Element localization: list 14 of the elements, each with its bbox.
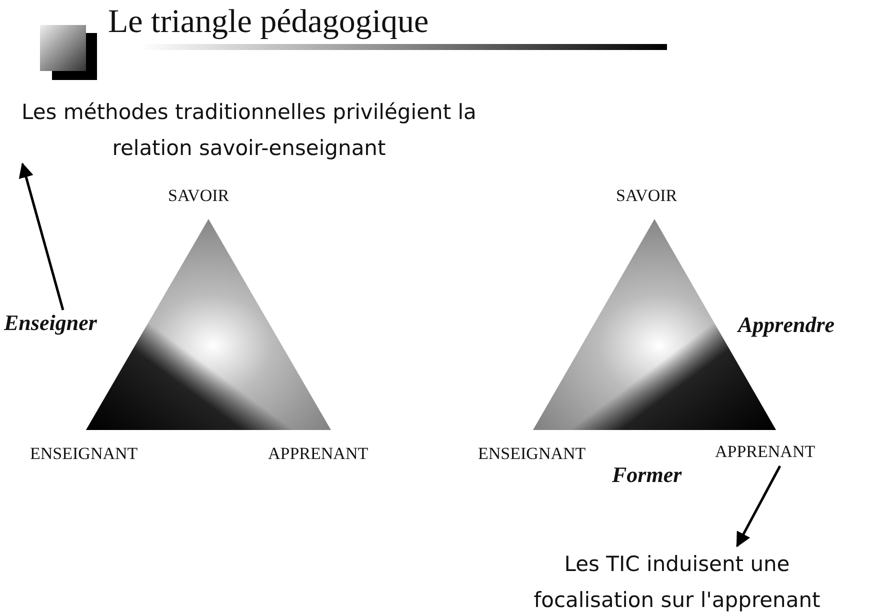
vertex-label: APPRENANT [268,444,368,464]
arrow [736,465,782,548]
vertex-label: ENSEIGNANT [478,444,586,464]
vertex-label: APPRENANT [715,442,845,466]
vertex-label: SAVOIR [168,186,230,206]
axis-label: Apprendre [738,312,835,338]
arrow [18,162,64,310]
axis-label: Former [612,462,682,488]
note-text: Les méthodes traditionnelles privilégient la relation savoir-enseignant [8,94,490,164]
vertex-label: ENSEIGNANT [30,444,138,464]
title: Le triangle pédagogique [108,4,429,41]
vertex-label: SAVOIR [616,186,678,206]
note-text: Les TIC induisent une focalisation sur l'apprenant [510,546,844,616]
axis-label: Enseigner [4,310,122,338]
